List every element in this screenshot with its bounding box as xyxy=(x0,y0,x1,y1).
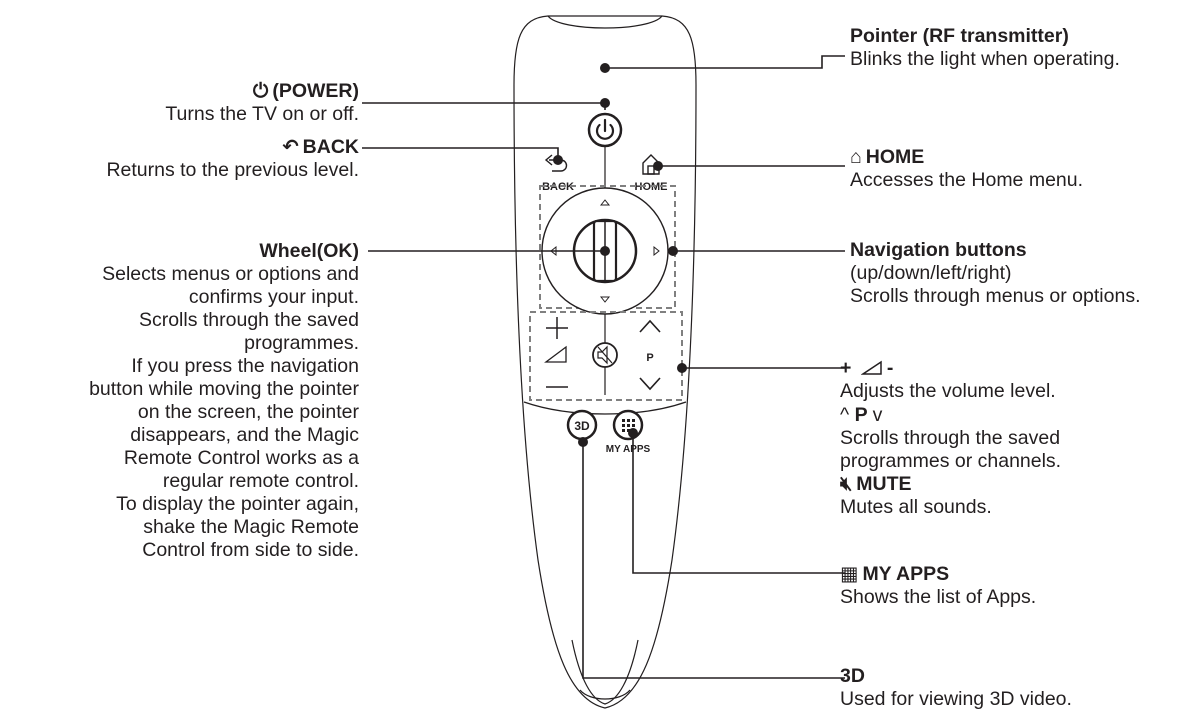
programme-desc-line: programmes or channels. xyxy=(840,450,1062,472)
pointer-label-block: Pointer (RF transmitter) Blinks the ligh… xyxy=(850,25,1120,71)
channel-down-icon xyxy=(639,377,661,391)
volume-title: + - xyxy=(840,357,894,379)
leader-power xyxy=(362,102,606,110)
home-title: ⌂HOME xyxy=(850,146,925,168)
wheel-desc-line: Control from side to side. xyxy=(142,539,359,561)
programme-title: ^ P v xyxy=(840,404,883,426)
threed-button-label: 3D xyxy=(574,419,590,433)
chevron-down-icon: v xyxy=(872,404,883,426)
power-desc: Turns the TV on or off. xyxy=(165,103,359,125)
pointer-title: Pointer (RF transmitter) xyxy=(850,25,1069,47)
threed-title: 3D xyxy=(840,665,865,687)
wheel-desc-line: Scrolls through the saved xyxy=(138,309,359,331)
navigation-desc-line: (up/down/left/right) xyxy=(850,262,1012,284)
wheel-desc-line: disappears, and the Magic xyxy=(130,424,359,446)
dot-home xyxy=(653,161,663,171)
threed-label-block: 3D Used for viewing 3D video. xyxy=(840,665,1072,711)
wheel-desc-line: on the screen, the pointer xyxy=(137,401,359,423)
power-title: ⏻(POWER) xyxy=(252,80,359,102)
wheel-desc-line: If you press the navigation xyxy=(131,355,359,377)
leader-threed xyxy=(582,440,845,679)
navigation-desc-line: Scrolls through menus or options. xyxy=(850,285,1141,307)
back-button-label: BACK xyxy=(542,181,574,193)
remote-body xyxy=(513,15,697,709)
back-title: ↶BACK xyxy=(282,136,359,158)
volume-wedge-mark xyxy=(544,345,567,363)
back-arrow-icon: ↶ xyxy=(282,136,299,158)
mute-desc: Mutes all sounds. xyxy=(840,496,992,518)
nav-down-arrow-icon xyxy=(599,296,611,303)
leader-pointer xyxy=(605,55,845,69)
myapps-button-label: MY APPS xyxy=(606,444,651,455)
dot-power xyxy=(600,98,610,108)
wheel-desc-line: button while moving the pointer xyxy=(89,378,359,400)
wheel-desc-line: Remote Control works as a xyxy=(123,447,359,469)
programme-desc-line: Scrolls through the saved xyxy=(840,427,1061,449)
wheel-desc-line: shake the Magic Remote xyxy=(143,516,359,538)
home-icon: ⌂ xyxy=(850,146,862,168)
dot-back xyxy=(553,155,563,165)
volume-channel-dashed-box xyxy=(529,311,683,401)
wheel-desc-line: Selects menus or options and xyxy=(102,263,359,285)
leader-back xyxy=(362,147,559,160)
power-label-block: ⏻(POWER) Turns the TV on or off. xyxy=(165,80,359,126)
back-label-block: ↶BACK Returns to the previous level. xyxy=(106,136,359,182)
dot-threed xyxy=(578,437,588,447)
dot-navigation xyxy=(668,246,678,256)
navigation-label-block: Navigation buttons (up/down/left/right) … xyxy=(850,239,1140,308)
power-icon: ⏻ xyxy=(252,80,269,102)
wheel-desc-line: To display the pointer again, xyxy=(116,493,359,515)
wheel-desc-line: regular remote control. xyxy=(162,470,359,492)
wheel-desc-line: programmes. xyxy=(244,332,359,354)
wheel-label-block: Wheel(OK) Selects menus or options and c… xyxy=(89,240,359,562)
navigation-title: Navigation buttons xyxy=(850,239,1027,261)
dot-volume xyxy=(677,363,687,373)
dot-pointer xyxy=(600,63,610,73)
wheel-desc-line: confirms your input. xyxy=(188,286,359,308)
pointer-desc: Blinks the light when operating. xyxy=(850,48,1120,70)
chevron-up-icon: ^ xyxy=(840,404,850,426)
myapps-desc: Shows the list of Apps. xyxy=(840,586,1037,608)
myapps-title: ▦MY APPS xyxy=(840,563,950,585)
volume-plus-icon xyxy=(546,317,568,339)
back-desc: Returns to the previous level. xyxy=(106,159,359,181)
nav-right-arrow-icon xyxy=(653,245,660,257)
volume-wedge-icon xyxy=(860,360,882,375)
mute-title: 🔇︎MUTE xyxy=(840,473,912,495)
wheel-title: Wheel(OK) xyxy=(259,240,359,262)
power-button-icon xyxy=(595,118,615,140)
grid-apps-icon: ▦ xyxy=(840,563,859,585)
dot-myapps xyxy=(628,428,638,438)
channel-up-icon xyxy=(639,319,661,333)
channel-p-label: P xyxy=(646,352,653,364)
mute-icon: 🔇︎ xyxy=(840,473,853,495)
remote-seam xyxy=(523,401,687,415)
remote-tip-line-2 xyxy=(579,689,631,700)
leader-myapps xyxy=(632,433,845,574)
home-desc: Accesses the Home menu. xyxy=(850,169,1084,191)
dot-wheel xyxy=(600,246,610,256)
home-label-block: ⌂HOME Accesses the Home menu. xyxy=(850,146,1083,192)
myapps-label-block: ▦MY APPS Shows the list of Apps. xyxy=(840,563,1036,609)
remote-top-edge xyxy=(547,15,663,29)
nav-up-arrow-icon xyxy=(599,199,611,206)
threed-desc: Used for viewing 3D video. xyxy=(840,688,1072,710)
remote-tip-line xyxy=(571,639,639,705)
volume-label-block: + - Adjusts the volume level. ^ P v Scro… xyxy=(840,357,1061,519)
volume-desc: Adjusts the volume level. xyxy=(840,380,1056,402)
mute-button-icon xyxy=(597,345,613,365)
